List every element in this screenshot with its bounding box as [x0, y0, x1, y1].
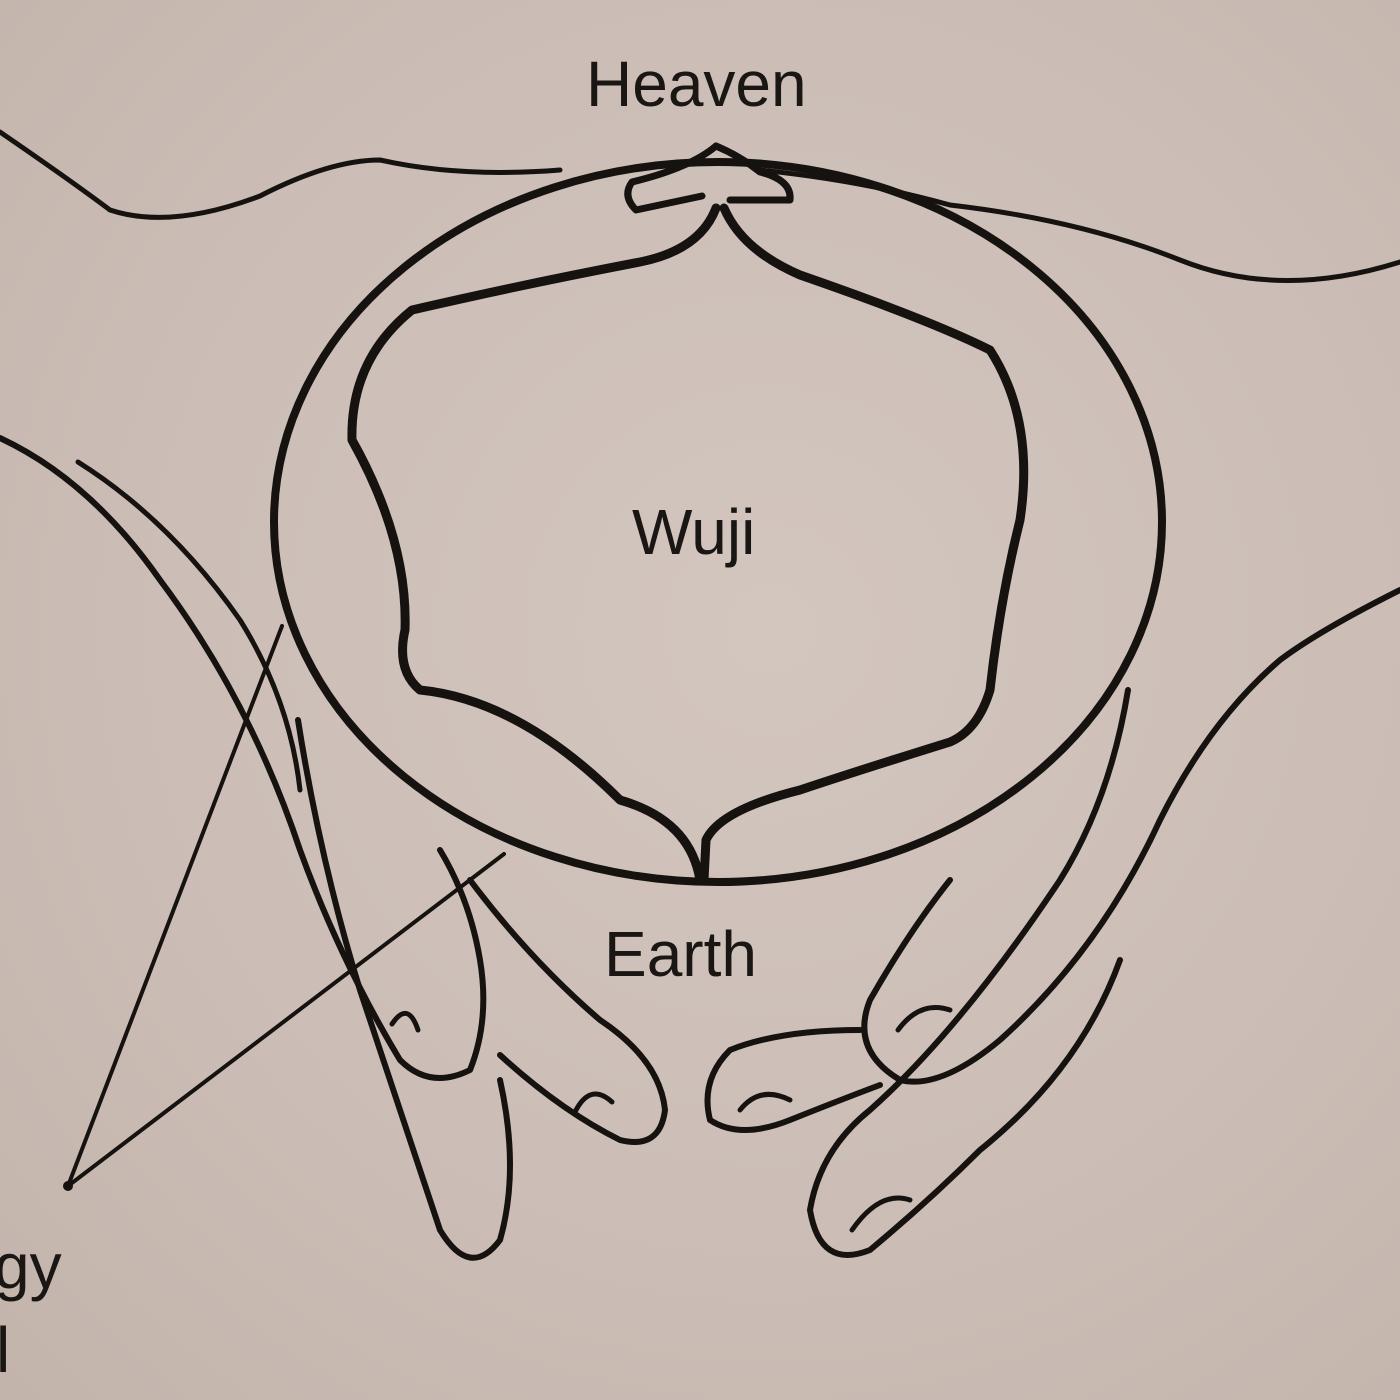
leader-point	[63, 1181, 73, 1191]
left-arm-upper	[0, 129, 563, 220]
wuji-boundary	[347, 203, 1029, 885]
left-arm-lower	[0, 435, 487, 1081]
leader-lines	[66, 624, 506, 1188]
side-label-line1: gy	[0, 1230, 62, 1302]
left-forearm-inner	[75, 459, 303, 793]
side-label-line2: l	[0, 1314, 11, 1386]
right-finger-outer	[807, 687, 1131, 1258]
left-fingertip	[624, 142, 720, 214]
right-arm-upper	[757, 167, 1400, 283]
heaven-label: Heaven	[586, 48, 807, 120]
wuji-label: Wuji	[632, 496, 756, 568]
earth-label: Earth	[604, 918, 757, 990]
left-finger-nail	[389, 1011, 615, 1115]
right-finger-nails	[737, 1005, 953, 1233]
right-arm-lower	[861, 587, 1400, 1085]
left-finger-outer	[295, 717, 513, 1261]
right-finger-inner	[704, 1027, 883, 1133]
energy-circle	[270, 158, 1166, 886]
